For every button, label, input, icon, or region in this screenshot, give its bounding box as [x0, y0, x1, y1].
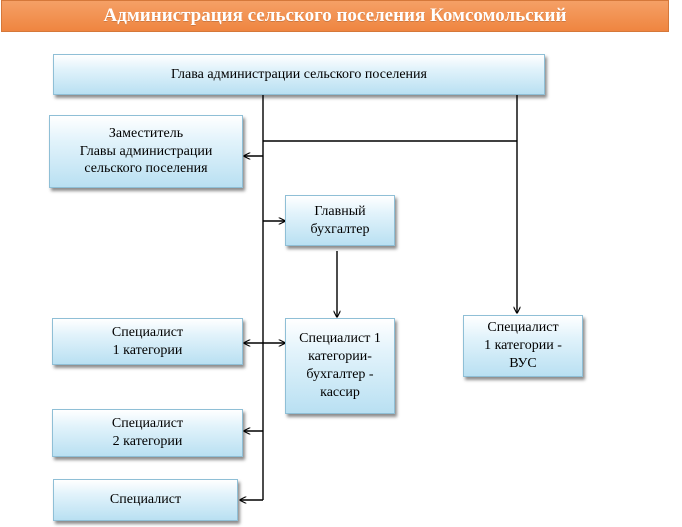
node-chief-accountant: Главный бухгалтер	[285, 195, 395, 246]
node-accountant-cashier: Специалист 1 категории- бухгалтер - касс…	[285, 318, 395, 414]
node-specialist-2-category: Специалист 2 категории	[52, 409, 243, 457]
org-title-banner: Администрация сельского поселения Комсом…	[1, 0, 669, 32]
node-head-of-administration: Глава администрации сельского поселения	[53, 54, 545, 95]
node-specialist: Специалист	[53, 479, 238, 521]
node-specialist-1-category: Специалист 1 категории	[52, 318, 243, 365]
node-deputy-head: Заместитель Главы администрации сельског…	[49, 115, 243, 188]
node-specialist-vus: Специалист 1 категории - ВУС	[463, 315, 583, 377]
